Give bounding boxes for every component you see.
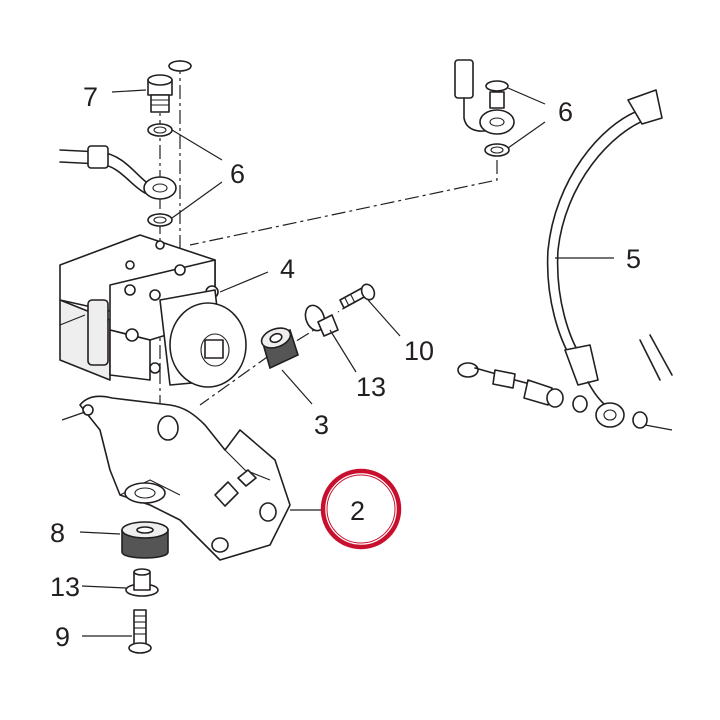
bush-13-lower	[125, 568, 159, 597]
callout-8: 8	[50, 518, 65, 548]
callout-9: 9	[55, 622, 70, 652]
callout-13-upper: 13	[356, 372, 386, 402]
abs-modulator-4	[59, 234, 247, 388]
bolt-9	[128, 609, 152, 654]
callout-7: 7	[83, 82, 98, 112]
pipe-fittings-right	[457, 362, 588, 413]
highlight-ring	[320, 468, 402, 550]
brake-pipe-left	[59, 145, 177, 200]
washers-6	[147, 80, 510, 227]
callout-labels: 7 6 6 4 5 10 13 3 2 8 13 9	[50, 82, 641, 652]
callout-2: 2	[350, 496, 365, 526]
callout-13-lower: 13	[50, 572, 80, 602]
callout-10: 10	[404, 336, 434, 366]
brake-hose-5	[546, 89, 673, 429]
banjo-bolt-7	[147, 60, 192, 113]
callout-6-left: 6	[230, 159, 245, 189]
callout-4: 4	[280, 254, 295, 284]
brake-fitting-right	[454, 59, 515, 135]
grommet-8-lower	[121, 521, 169, 559]
callout-3: 3	[314, 410, 329, 440]
grommet-3-upper	[260, 327, 299, 370]
leader-lines	[59, 87, 673, 637]
bracket-2	[79, 395, 291, 561]
callout-5: 5	[626, 244, 641, 274]
callout-6-right: 6	[558, 97, 573, 127]
bolt-10	[339, 283, 376, 309]
bush-13-upper	[304, 304, 339, 337]
